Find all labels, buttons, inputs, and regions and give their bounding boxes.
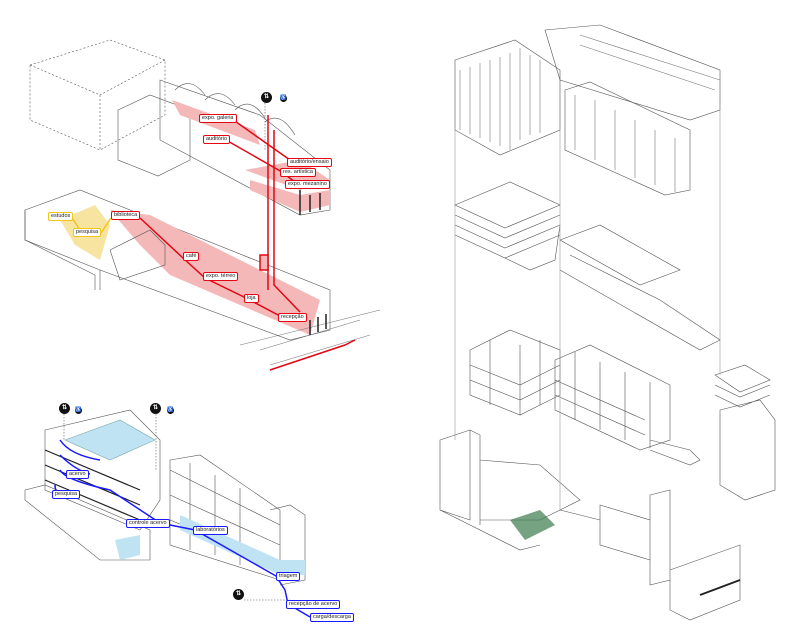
- label-expo-mezanino: expo. mezanino: [285, 180, 330, 189]
- wheelchair-icon: ♿: [167, 407, 174, 414]
- label-recepcao-de-acervo: recepção de acervo: [286, 600, 341, 609]
- elevator-icon: ⇅: [233, 589, 244, 600]
- label-triagem: triagem: [276, 572, 301, 581]
- label-acervo: acervo: [66, 470, 89, 479]
- label-recepcao: recepção: [278, 313, 307, 322]
- elevator-dash-lines: [63, 103, 290, 601]
- label-pesquisa: pesquisa: [73, 228, 102, 237]
- label-expo-terreo: expo. térreo: [203, 272, 239, 281]
- elevator-icon: ⇅: [59, 403, 70, 414]
- label-auditorio: auditório: [203, 135, 231, 144]
- label-carga-descarga: carga/descarga: [310, 613, 354, 622]
- exploded-structure-layer: [469, 329, 776, 501]
- label-expo-galeria: expo. galeria: [199, 114, 237, 123]
- wheelchair-icon: ♿: [280, 95, 287, 102]
- label-auditorio-ensaio: auditório/ensaio: [287, 158, 332, 167]
- public-circulation-lines: [71, 115, 356, 371]
- label-estudos: estudos: [48, 212, 74, 221]
- label-pesquisa-acervo: pesquisa: [52, 490, 81, 499]
- label-laboratorios: laboratórios: [193, 526, 228, 535]
- elevator-icon: ⇅: [261, 92, 272, 103]
- exploded-walls-layer: [439, 429, 741, 621]
- label-loja: loja: [244, 294, 259, 303]
- label-res-artistica: res. artística: [280, 168, 316, 177]
- wheelchair-icon: ♿: [75, 407, 82, 414]
- label-controle-acervo: controle acervo: [126, 519, 170, 528]
- label-cafe: café: [183, 252, 200, 261]
- upper-floor-axonometric: [29, 39, 331, 216]
- exploded-facade-layer: [454, 24, 721, 196]
- vertical-guide-lines: [454, 60, 721, 510]
- exploded-slabs-layer: [454, 181, 721, 351]
- label-biblioteca: biblioteca: [111, 211, 141, 220]
- elevator-icon: ⇅: [150, 403, 161, 414]
